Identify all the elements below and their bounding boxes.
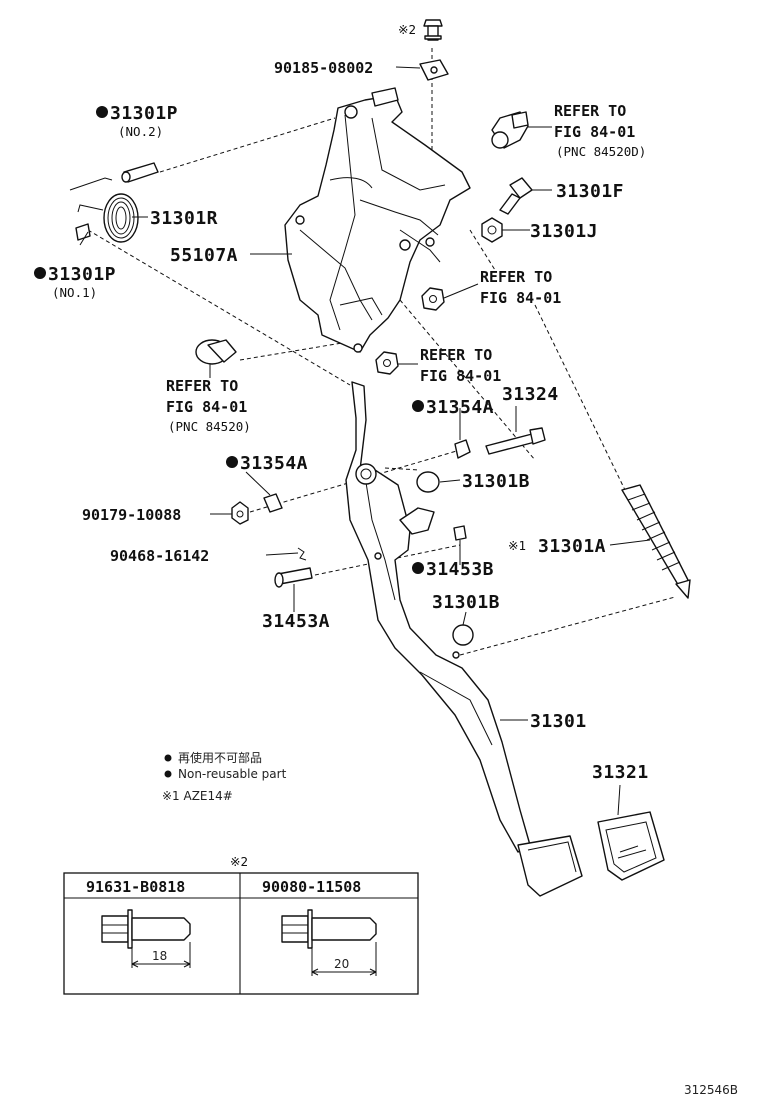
non-reusable-dot: [34, 267, 46, 279]
leader-lines: [79, 66, 651, 816]
refer4-line1: REFER TO: [166, 377, 238, 395]
push-rod-boot-icon: [621, 484, 691, 599]
pedal-support-bracket: [284, 87, 471, 353]
note1-mark: ※1: [508, 538, 526, 553]
table-header-90080-11508: 90080-11508: [262, 878, 361, 896]
pin-bolt-31301F-icon: [499, 177, 533, 215]
bolt-size-table: ※2 91631-B0818 90080-11508 18: [63, 854, 419, 995]
stopper-cushion-upper-icon: [416, 471, 440, 493]
pin-no1-icon: [75, 223, 91, 241]
pin-no2-icon: [121, 162, 159, 183]
label-31301J: 31301J: [530, 221, 598, 242]
label-31301B-lower: 31301B: [432, 592, 500, 613]
non-reusable-dot: [96, 106, 108, 118]
flange-bolt-18-icon: 18: [101, 909, 191, 968]
label-90185-08002: 90185-08002: [274, 59, 373, 77]
label-31354A-right: 31354A: [426, 397, 494, 418]
label-31324: 31324: [502, 384, 559, 405]
refer3-line2: FIG 84-01: [420, 367, 501, 385]
legend-dot: [164, 754, 172, 762]
dimension-18: 18: [152, 949, 167, 963]
label-55107A: 55107A: [170, 245, 238, 266]
legend-line-jp: 再使用不可部品: [178, 750, 262, 765]
non-reusable-dot: [226, 456, 238, 468]
legend-line-en: Non-reusable part: [178, 767, 287, 781]
label-31354A-left: 31354A: [240, 453, 308, 474]
legend-note1: ※1 AZE14#: [162, 789, 233, 803]
label-31301B-upper: 31301B: [462, 471, 530, 492]
label-31321: 31321: [592, 762, 649, 783]
dimension-20: 20: [334, 957, 349, 971]
refer2-line2: FIG 84-01: [480, 289, 561, 307]
pedal-shaft-bolt-icon: [485, 427, 546, 455]
refer3-line1: REFER TO: [420, 346, 492, 364]
label-90179-10088: 90179-10088: [82, 506, 181, 524]
part-labels: ※2 90185-08002 31301P (NO.2) REFER TO FI…: [34, 22, 649, 783]
figure-id: 312546B: [684, 1083, 738, 1097]
return-spring-icon: [69, 177, 139, 243]
legend-dot: [164, 770, 172, 778]
nut-icon-refer2: [421, 287, 445, 311]
stopper-cushion-lower-icon: [452, 624, 474, 646]
label-31301P-no1-sub: (NO.1): [52, 285, 97, 300]
brake-pedal-arm: [345, 381, 583, 897]
label-31301R: 31301R: [150, 208, 218, 229]
label-31301P-no2: 31301P: [110, 103, 178, 124]
pedal-pad-icon: [597, 811, 665, 881]
non-reusable-dot: [412, 400, 424, 412]
nut-90179-icon: [231, 501, 249, 525]
flange-bolt-20-icon: 20: [281, 909, 377, 976]
legend: 再使用不可部品 Non-reusable part ※1 AZE14#: [162, 750, 287, 803]
label-31453A: 31453A: [262, 611, 330, 632]
label-31453B: 31453B: [426, 559, 494, 580]
refer1-line1: REFER TO: [554, 102, 626, 120]
label-31301P-no2-sub: (NO.2): [118, 124, 163, 139]
label-31301A: 31301A: [538, 536, 606, 557]
bushing-31453B-icon: [453, 525, 467, 541]
bushing-left-icon: [263, 493, 283, 513]
clip-nut-icon: [419, 59, 449, 81]
pedal-sensor-icon: [195, 339, 237, 365]
clevis-pin-31453A-icon: [274, 567, 313, 588]
refer4-line2: FIG 84-01: [166, 398, 247, 416]
stop-lamp-switch-icon: [491, 111, 529, 149]
label-90468-16142: 90468-16142: [110, 547, 209, 565]
nut-icon-refer3: [375, 351, 399, 375]
clip-90468-icon: [297, 547, 307, 561]
non-reusable-dot: [412, 562, 424, 574]
table-note2: ※2: [230, 854, 248, 869]
table-header-91631-B0818: 91631-B0818: [86, 878, 185, 896]
label-31301: 31301: [530, 711, 587, 732]
note2-mark: ※2: [398, 22, 416, 37]
bolt-icon-top: [423, 19, 443, 41]
refer4-line3: (PNC 84520): [168, 419, 251, 434]
refer1-line2: FIG 84-01: [554, 123, 635, 141]
bushing-right-icon: [454, 439, 471, 459]
refer1-line3: (PNC 84520D): [556, 144, 646, 159]
label-31301F: 31301F: [556, 181, 624, 202]
nut-31301J-icon: [481, 217, 503, 243]
label-31301P-no1: 31301P: [48, 264, 116, 285]
refer2-line1: REFER TO: [480, 268, 552, 286]
